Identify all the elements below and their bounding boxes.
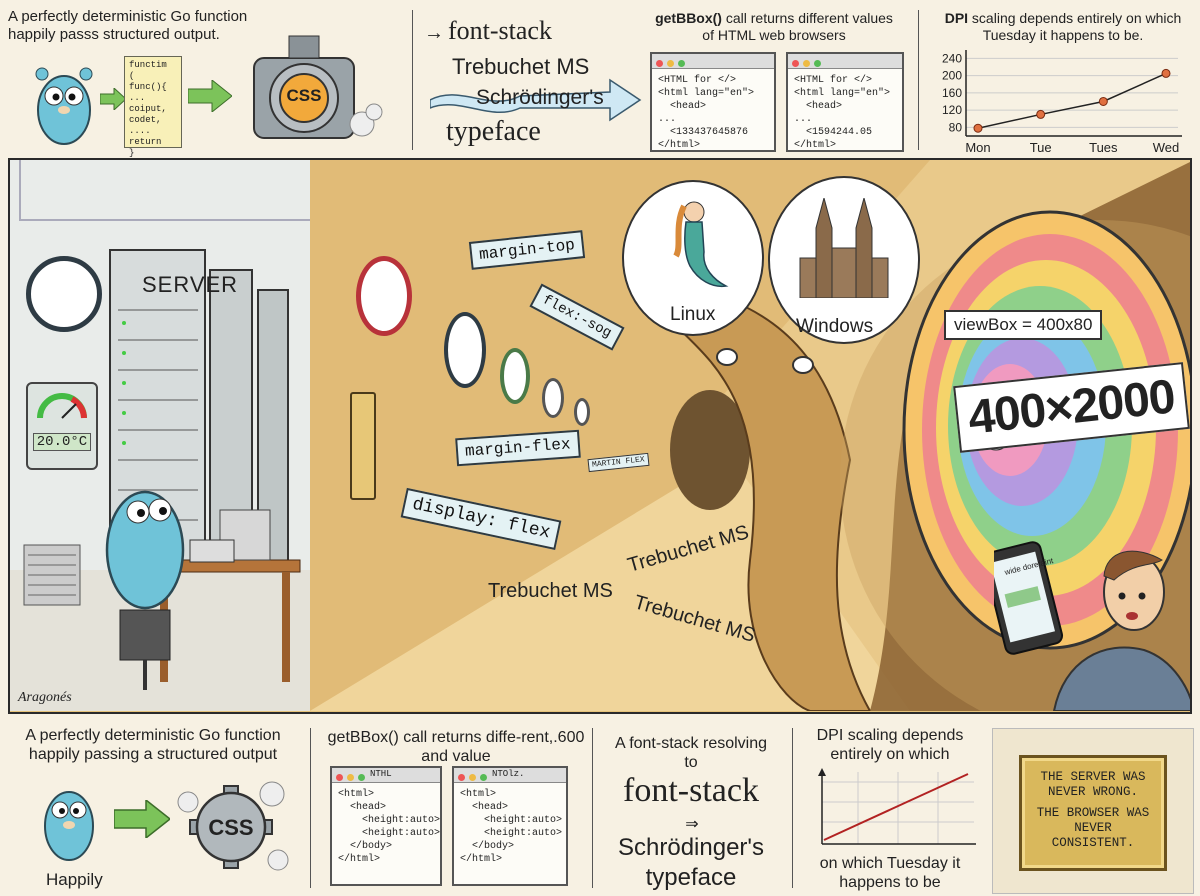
- wall-plaque: THE SERVER WAS NEVER WRONG. THE BROWSER …: [992, 728, 1194, 894]
- x-tick-label: Tues: [1089, 140, 1118, 155]
- x-tick-label: Wed: [1153, 140, 1180, 155]
- mermaid-icon: [673, 201, 729, 288]
- divider: [310, 728, 311, 888]
- data-point: [1161, 68, 1171, 78]
- wall-clock-icon: [574, 398, 590, 426]
- dpi-trend-chart: [818, 768, 976, 845]
- data-point: [1036, 109, 1046, 119]
- thought-bubble-windows: [768, 176, 920, 344]
- wall-clock-icon: [444, 312, 486, 388]
- series-line: [977, 72, 1167, 129]
- wall-clock-icon: [356, 256, 412, 336]
- font-stack-small: A font-stack resolving to: [614, 735, 768, 771]
- gopher-icon: [44, 791, 94, 861]
- font-stack-big: font-stack: [623, 772, 759, 809]
- divider: [592, 728, 593, 888]
- x-tick-label: Mon: [965, 140, 990, 155]
- typeface-label: typeface: [645, 864, 737, 891]
- thought-dot: [716, 348, 738, 366]
- thought-bubble-linux: [622, 180, 764, 336]
- bottom-go-caption: A perfectly deterministic Go function ha…: [25, 727, 281, 763]
- data-point: [973, 123, 983, 133]
- thermostat: 20.0°C: [26, 382, 98, 470]
- trebuchet-label: Trebuchet MS: [452, 54, 590, 79]
- css-label: CSS: [286, 86, 322, 105]
- browser-window-a: <HTML for </> <html lang="en"> <head> ..…: [650, 52, 776, 152]
- wall-clock-icon: [542, 378, 564, 418]
- arrow-right-icon: [100, 88, 126, 110]
- cathedral-icon: [799, 198, 889, 298]
- plaque: THE SERVER WAS NEVER WRONG. THE BROWSER …: [1019, 755, 1167, 871]
- y-tick-label: 200: [942, 69, 962, 83]
- y-tick-label: 240: [942, 51, 962, 65]
- top-strip: A perfectly deterministic Go function ha…: [0, 0, 1200, 160]
- viewbox-label: viewBox = 400x80: [944, 310, 1103, 340]
- light-switch-icon: [350, 392, 376, 500]
- divider: [918, 10, 919, 150]
- wall-clock-icon: [26, 256, 102, 332]
- gauge-icon: [37, 393, 87, 419]
- y-tick-label: 120: [942, 103, 962, 117]
- typeface-label: typeface: [446, 116, 541, 147]
- data-point: [1098, 96, 1108, 106]
- linux-label: Linux: [670, 304, 716, 325]
- css-machine-icon: [253, 35, 383, 139]
- top-go-caption: A perfectly deterministic Go function ha…: [8, 8, 248, 43]
- schrodinger-label: Schrödinger's: [476, 86, 604, 109]
- arrow-right-icon: [188, 80, 232, 112]
- browser-window-c: NTHL <html> <head> <height:auto> <height…: [330, 766, 442, 886]
- middle-scene: SERVER 20.0°C Aragonés margin-top flex:-…: [8, 158, 1192, 714]
- browser-window-d: NTOlz. <html> <head> <height:auto> <heig…: [452, 766, 568, 886]
- arrow-small-icon: →: [424, 22, 444, 44]
- x-tick-label: Tue: [1030, 140, 1052, 155]
- font-stack-title: font-stack: [448, 16, 552, 45]
- man-with-phone: [994, 541, 1190, 711]
- schrodinger-label: Schrödinger's: [618, 834, 764, 861]
- thought-dot: [792, 356, 814, 374]
- gopher-icon: [35, 67, 93, 145]
- code-note: functim ( func(){ ... coiput, codet, ...…: [124, 56, 182, 158]
- y-tick-label: 80: [949, 120, 963, 134]
- divider: [792, 728, 793, 888]
- css-gear-icon: [177, 781, 289, 871]
- server-room: SERVER 20.0°C Aragonés: [10, 160, 314, 711]
- bottom-getbbox-caption: getBBox() call returns diffe-rent,.600 a…: [327, 729, 585, 765]
- getbbox-caption: getBBox() call returns different values …: [655, 10, 893, 43]
- wall-clock-icon: [500, 348, 530, 404]
- artist-signature: Aragonés: [18, 690, 72, 705]
- windows-label: Windows: [796, 316, 874, 337]
- css-label: CSS: [208, 815, 254, 840]
- dpi-caption-top: DPI scaling depends entirely on which: [816, 727, 964, 763]
- dpi-caption: DPI scaling depends entirely on which Tu…: [944, 10, 1182, 43]
- browser-window-b: <HTML for </> <html lang="en"> <head> ..…: [786, 52, 904, 152]
- trebuchet-label: Trebuchet MS: [488, 580, 613, 602]
- dpi-caption-bottom: on which Tuesday it happens to be: [819, 855, 961, 891]
- happily-label: Happily: [46, 870, 103, 889]
- server-label: SERVER: [142, 272, 239, 297]
- big-arrow-icon: [430, 78, 642, 122]
- arrow-right-icon: [114, 800, 170, 838]
- divider: [412, 10, 413, 150]
- arrow-implies-icon: ⇒: [685, 816, 699, 833]
- bottom-strip: A perfectly deterministic Go function ha…: [0, 716, 1200, 896]
- temperature-readout: 20.0°C: [33, 433, 91, 451]
- trend-line: [823, 773, 969, 841]
- y-tick-label: 160: [942, 86, 962, 100]
